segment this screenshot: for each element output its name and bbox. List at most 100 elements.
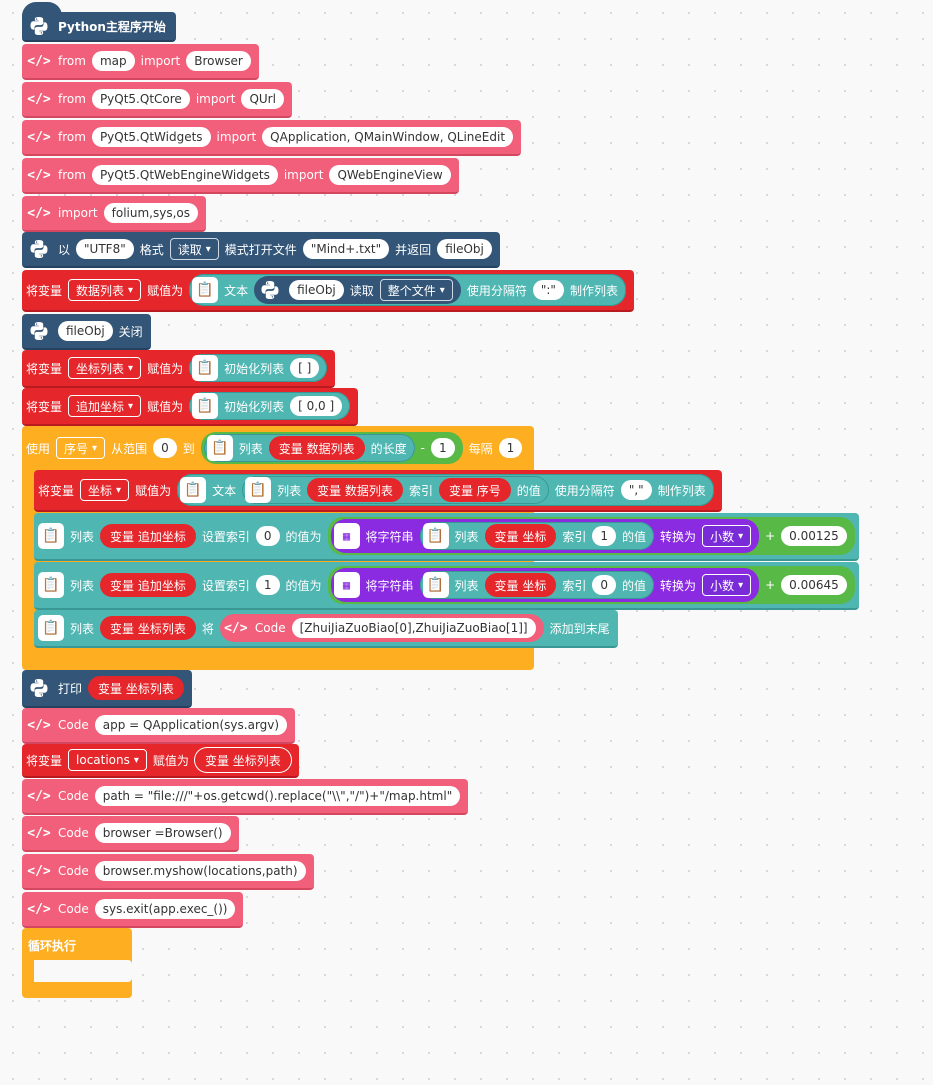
code-input[interactable]: browser =Browser() (94, 823, 231, 843)
list-value-input[interactable]: [ 0,0 ] (290, 396, 343, 416)
list-length-block[interactable]: 📋 列表 变量 数据列表 的长度 (203, 434, 415, 462)
add-value-input[interactable]: 0.00125 (781, 526, 847, 546)
range-start-input[interactable]: 0 (153, 438, 177, 458)
code-myshow-block[interactable]: </> Code browser.myshow(locations,path) (22, 854, 314, 890)
init-list-block[interactable]: 📋 初始化列表 [ ] (189, 354, 328, 382)
close-file-block[interactable]: fileObj 关闭 (22, 314, 151, 350)
coord-list-variable[interactable]: 变量 坐标列表 (88, 676, 184, 700)
add-block[interactable]: ▦ 将字符串 📋 列表 变量 坐标 索引 1 的值 转换为 小数 + 0.001… (327, 517, 855, 555)
step-value-input[interactable]: 1 (498, 438, 523, 458)
import-qtwidgets-block[interactable]: </> from PyQt5.QtWidgets import QApplica… (22, 120, 522, 156)
add-value-input[interactable]: 0.00645 (781, 575, 847, 595)
open-file-block[interactable]: 以 UTF8 格式 读取 模式打开文件 Mind+.txt 并返回 fileOb… (22, 232, 500, 268)
append-coord-variable[interactable]: 变量 追加坐标 (100, 524, 196, 548)
import-qtcore-block[interactable]: </> from PyQt5.QtCore import QUrl (22, 82, 292, 118)
import-folium-block[interactable]: </> import folium,sys,os (22, 196, 206, 232)
set-index-label: 设置索引 (201, 529, 250, 544)
list-append-block[interactable]: 📋 列表 变量 坐标列表 将 </> Code [ZhuiJiaZuoBiao[… (34, 610, 618, 648)
index-label: 索引 (408, 483, 433, 498)
forever-loop-block[interactable]: 循环执行 (22, 928, 132, 998)
variable-dropdown[interactable]: 追加坐标 (68, 395, 142, 417)
variable-dropdown[interactable]: locations (68, 749, 147, 771)
code-app-block[interactable]: </> Code app = QApplication(sys.argv) (22, 708, 296, 744)
list-index-block[interactable]: 📋 列表 变量 坐标 索引 0 的值 (419, 571, 655, 599)
read-file-block[interactable]: fileObj 读取 整个文件 (254, 276, 461, 304)
string-icon: ▦ (333, 572, 360, 598)
set-coord-block[interactable]: 将变量 坐标 赋值为 📋 文本 📋 列表 变量 数据列表 索引 变量 序号 的值… (34, 470, 722, 512)
index-input[interactable]: 1 (592, 526, 617, 546)
code-browser-block[interactable]: </> Code browser =Browser() (22, 816, 239, 852)
separator-input[interactable]: , (620, 480, 652, 500)
file-object-input[interactable]: fileObj (58, 321, 113, 341)
set-append-coord-block[interactable]: 将变量 追加坐标 赋值为 📋 初始化列表 [ 0,0 ] (22, 388, 359, 426)
set-data-list-block[interactable]: 将变量 数据列表 赋值为 📋 文本 fileObj 读取 整个文件 使用分隔符 … (22, 270, 634, 312)
python-main-start-block[interactable]: Python主程序开始 (22, 2, 176, 42)
import-map-block[interactable]: </> from map import Browser (22, 44, 259, 80)
variable-dropdown[interactable]: 坐标 (80, 479, 130, 501)
mode-dropdown[interactable]: 读取 (169, 238, 219, 260)
string-convert-block[interactable]: ▦ 将字符串 📋 列表 变量 坐标 索引 0 的值 转换为 小数 (330, 568, 760, 602)
print-block[interactable]: 打印 变量 坐标列表 (22, 670, 192, 708)
index-input[interactable]: 1 (255, 575, 280, 595)
type-dropdown[interactable]: 小数 (702, 574, 752, 596)
separator-input[interactable]: : (532, 280, 564, 300)
code-expression-block[interactable]: </> Code [ZhuiJiaZuoBiao[0],ZhuiJiaZuoBi… (219, 614, 544, 642)
data-list-variable[interactable]: 变量 数据列表 (307, 478, 403, 502)
name-input[interactable]: QApplication, QMainWindow, QLineEdit (262, 127, 514, 147)
set-list-index-0-block[interactable]: 📋 列表 变量 追加坐标 设置索引 0 的值为 ▦ 将字符串 📋 列表 变量 坐… (34, 513, 859, 561)
set-list-index-1-block[interactable]: 📋 列表 变量 追加坐标 设置索引 1 的值为 ▦ 将字符串 📋 列表 变量 坐… (34, 562, 859, 610)
code-path-block[interactable]: </> Code path = "file:///"+os.getcwd().r… (22, 779, 469, 815)
module-input[interactable]: PyQt5.QtWidgets (91, 127, 211, 147)
python-icon (26, 318, 52, 344)
import-qtwebengine-block[interactable]: </> from PyQt5.QtWebEngineWidgets import… (22, 158, 459, 194)
coord-list-variable[interactable]: 变量 坐标列表 (100, 616, 196, 640)
append-coord-variable[interactable]: 变量 追加坐标 (100, 573, 196, 597)
code-exit-block[interactable]: </> Code sys.exit(app.exec_()) (22, 892, 244, 928)
code-input[interactable]: browser.myshow(locations,path) (94, 861, 306, 881)
module-input[interactable]: PyQt5.QtWebEngineWidgets (91, 165, 278, 185)
type-dropdown[interactable]: 小数 (702, 525, 752, 547)
file-object-input[interactable]: fileObj (437, 239, 492, 259)
list-index-block[interactable]: 📋 列表 变量 数据列表 索引 变量 序号 的值 (242, 476, 549, 504)
name-input[interactable]: Browser (186, 51, 251, 71)
for-range-header[interactable]: 使用 序号 从范围 0 到 📋 列表 变量 数据列表 的长度 - 1 每隔 1 (22, 428, 530, 468)
code-input[interactable]: sys.exit(app.exec_()) (94, 899, 236, 919)
coord-list-variable[interactable]: 变量 坐标列表 (194, 748, 291, 772)
encoding-input[interactable]: UTF8 (76, 239, 134, 259)
loop-variable-dropdown[interactable]: 序号 (56, 437, 106, 459)
set-locations-block[interactable]: 将变量 locations 赋值为 变量 坐标列表 (22, 744, 299, 778)
value-to-label: 的值为 (285, 529, 322, 544)
index-input[interactable]: 0 (592, 575, 617, 595)
code-input[interactable]: path = "file:///"+os.getcwd().replace("\… (94, 786, 461, 806)
list-index-block[interactable]: 📋 列表 变量 坐标 索引 1 的值 (419, 522, 655, 550)
index-variable[interactable]: 变量 序号 (438, 478, 511, 502)
string-convert-block[interactable]: ▦ 将字符串 📋 列表 变量 坐标 索引 1 的值 转换为 小数 (330, 519, 760, 553)
index-input[interactable]: 0 (255, 526, 280, 546)
set-coord-list-block[interactable]: 将变量 坐标列表 赋值为 📋 初始化列表 [ ] (22, 350, 336, 388)
name-input[interactable]: folium,sys,os (103, 203, 198, 223)
code-input[interactable]: [ZhuiJiaZuoBiao[0],ZhuiJiaZuoBiao[1]] (291, 618, 536, 638)
list-value-input[interactable]: [ ] (290, 358, 320, 378)
read-mode-dropdown[interactable]: 整个文件 (379, 279, 453, 301)
subtract-value-input[interactable]: 1 (430, 438, 455, 458)
file-object-input[interactable]: fileObj (289, 280, 344, 300)
text-split-block[interactable]: 📋 文本 fileObj 读取 整个文件 使用分隔符 : 制作列表 (189, 274, 626, 306)
text-split-block[interactable]: 📋 文本 📋 列表 变量 数据列表 索引 变量 序号 的值 使用分隔符 , 制作… (177, 474, 714, 506)
subtract-block[interactable]: 📋 列表 变量 数据列表 的长度 - 1 (200, 432, 463, 464)
filename-input[interactable]: Mind+.txt (302, 239, 390, 259)
code-input[interactable]: app = QApplication(sys.argv) (94, 715, 288, 735)
coord-variable[interactable]: 变量 坐标 (484, 573, 557, 597)
name-input[interactable]: QWebEngineView (329, 165, 451, 185)
name-input[interactable]: QUrl (241, 89, 284, 109)
module-input[interactable]: PyQt5.QtCore (91, 89, 190, 109)
code-label: Code (58, 902, 89, 916)
add-block[interactable]: ▦ 将字符串 📋 列表 变量 坐标 索引 0 的值 转换为 小数 + 0.006… (327, 566, 855, 604)
module-input[interactable]: map (91, 51, 135, 71)
init-list-block[interactable]: 📋 初始化列表 [ 0,0 ] (189, 392, 351, 420)
use-separator-label: 使用分隔符 (554, 483, 615, 498)
coord-variable[interactable]: 变量 坐标 (484, 524, 557, 548)
variable-dropdown[interactable]: 坐标列表 (68, 357, 142, 379)
data-list-variable[interactable]: 变量 数据列表 (268, 436, 365, 460)
variable-dropdown[interactable]: 数据列表 (68, 279, 142, 301)
